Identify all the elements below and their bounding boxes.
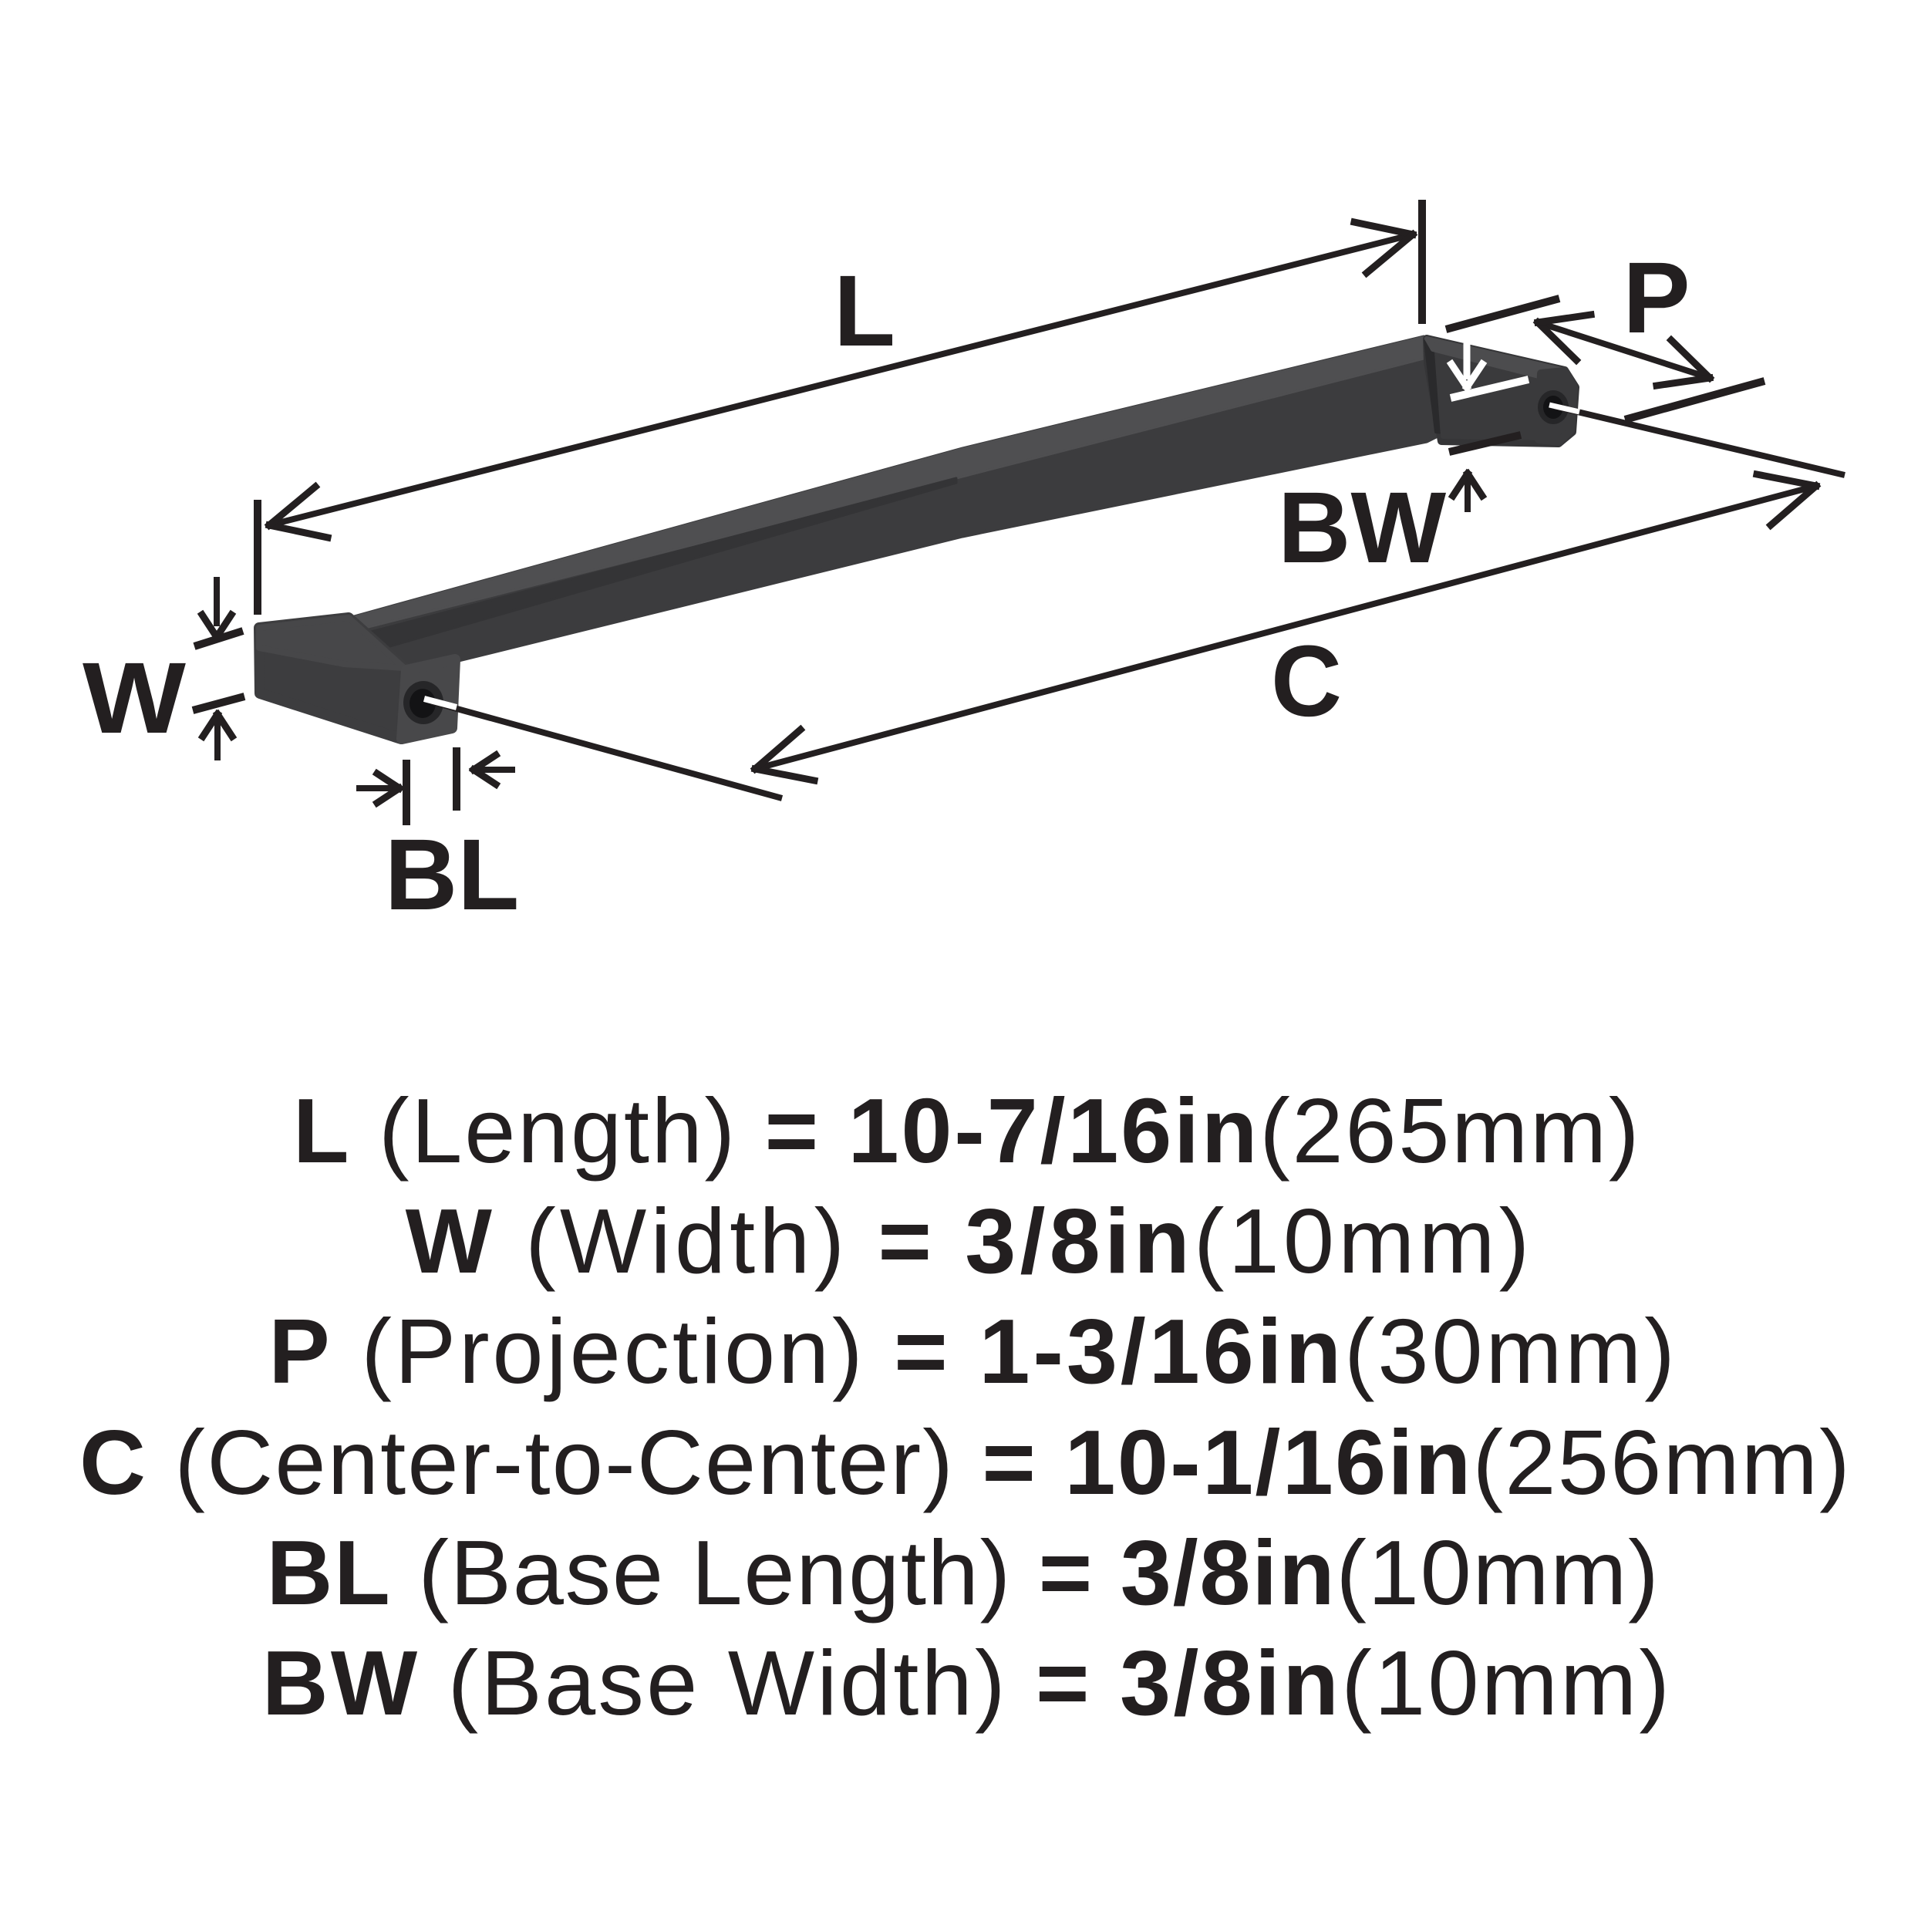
svg-text:W: W — [83, 641, 186, 754]
svg-text:P: P — [1623, 241, 1690, 354]
svg-text:BL (Base Length) = 3/8in(10mm): BL (Base Length) = 3/8in(10mm) — [267, 1522, 1660, 1624]
svg-text:C: C — [1271, 624, 1342, 737]
svg-text:W (Width) = 3/8in(10mm): W (Width) = 3/8in(10mm) — [406, 1190, 1534, 1293]
svg-text:BL: BL — [385, 818, 520, 931]
svg-text:BW (Base Width) = 3/8in(10mm): BW (Base Width) = 3/8in(10mm) — [262, 1632, 1673, 1735]
svg-text:P (Projection) = 1-3/16in(30mm: P (Projection) = 1-3/16in(30mm) — [268, 1300, 1677, 1403]
svg-text:L: L — [834, 254, 895, 367]
svg-text:C (Center-to-Center) = 10-1/16: C (Center-to-Center) = 10-1/16in(256mm) — [79, 1411, 1852, 1514]
svg-text:BW: BW — [1278, 470, 1447, 584]
svg-text:L (Length) = 10-7/16in(265mm): L (Length) = 10-7/16in(265mm) — [293, 1080, 1641, 1182]
